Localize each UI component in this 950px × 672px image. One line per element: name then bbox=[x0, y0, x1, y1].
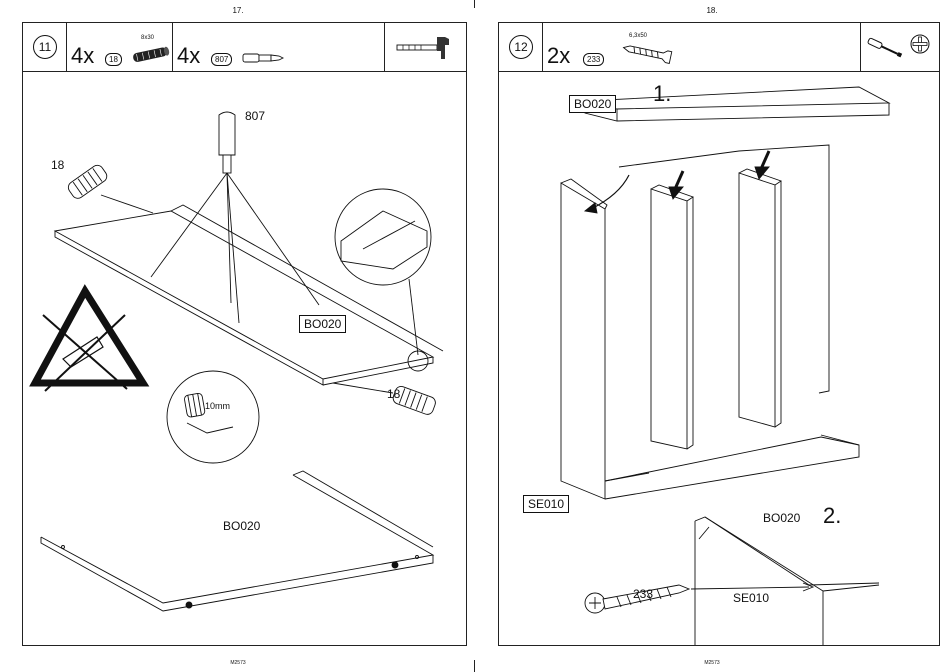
label-depth: 10mm bbox=[205, 401, 230, 411]
footer-code-right: M2573 bbox=[692, 660, 732, 666]
part-quantity: 4x bbox=[71, 43, 94, 69]
hammer-icon bbox=[393, 33, 453, 63]
step-11-illustration bbox=[23, 71, 467, 646]
panel-tag-bo020: BO020 bbox=[299, 315, 346, 333]
part-quantity: 4x bbox=[177, 43, 200, 69]
sub-step-2: 2. bbox=[823, 503, 841, 529]
crop-mark-bottom bbox=[474, 660, 475, 672]
label-bo020-detail: BO020 bbox=[763, 511, 800, 525]
instruction-page-right: 12 2x 233 6,3x50 bbox=[498, 22, 940, 646]
part-size: 6,3x50 bbox=[629, 33, 647, 39]
crop-mark-top bbox=[474, 0, 475, 8]
part-dowel-cell: 4x 18 8x30 bbox=[67, 23, 173, 71]
part-cam-cell: 4x 807 bbox=[173, 23, 385, 71]
label-cam-807: 807 bbox=[245, 109, 265, 123]
divider-left bbox=[651, 189, 687, 449]
page-number-right: 18. bbox=[692, 6, 732, 15]
part-quantity: 2x bbox=[547, 43, 570, 69]
sub-step-1: 1. bbox=[653, 81, 671, 107]
panel-bo020-bottom bbox=[41, 475, 433, 603]
label-panel-bottom: BO020 bbox=[223, 519, 260, 533]
no-glue-warning-icon bbox=[35, 291, 143, 391]
step-number: 12 bbox=[509, 35, 533, 59]
label-screw-233: 233 bbox=[633, 587, 653, 601]
step-cell: 11 bbox=[23, 23, 67, 71]
label-dowel-left: 18 bbox=[51, 158, 64, 172]
divider-right bbox=[739, 173, 775, 427]
phillips-head-icon bbox=[909, 33, 931, 55]
step-number: 11 bbox=[33, 35, 57, 59]
instruction-page-left: 11 4x 18 8x30 4x 807 bbox=[22, 22, 467, 646]
tool-cell bbox=[385, 23, 466, 71]
part-id-badge: 807 bbox=[211, 53, 232, 66]
step-cell: 12 bbox=[499, 23, 543, 71]
step-12-illustration bbox=[499, 71, 940, 646]
detail-circle-groove bbox=[335, 189, 431, 285]
step-header: 11 4x 18 8x30 4x 807 bbox=[23, 23, 466, 72]
dowel-left bbox=[66, 163, 109, 201]
cam-bolt-icon bbox=[241, 49, 285, 67]
part-id-badge: 233 bbox=[583, 53, 604, 66]
panel-tag-bo020: BO020 bbox=[569, 95, 616, 113]
page-number-left: 17. bbox=[218, 6, 258, 15]
screw-icon bbox=[619, 41, 679, 65]
tool-cell bbox=[861, 23, 940, 71]
label-se010-detail: SE010 bbox=[733, 591, 769, 605]
part-size: 8x30 bbox=[141, 35, 154, 41]
step-header: 12 2x 233 6,3x50 bbox=[499, 23, 939, 72]
screwdriver-icon bbox=[865, 35, 905, 61]
cam-screw-807 bbox=[219, 112, 235, 155]
side-panel-se010 bbox=[561, 183, 605, 499]
footer-code-left: M2573 bbox=[218, 660, 258, 666]
label-dowel-right: 18 bbox=[387, 387, 400, 401]
panel-tag-se010: SE010 bbox=[523, 495, 569, 513]
panel-bo020-top bbox=[585, 87, 889, 109]
detail-circle-depth bbox=[167, 371, 259, 463]
part-id-badge: 18 bbox=[105, 53, 122, 66]
dowel-icon bbox=[129, 45, 173, 65]
part-screw-cell: 2x 233 6,3x50 bbox=[543, 23, 861, 71]
